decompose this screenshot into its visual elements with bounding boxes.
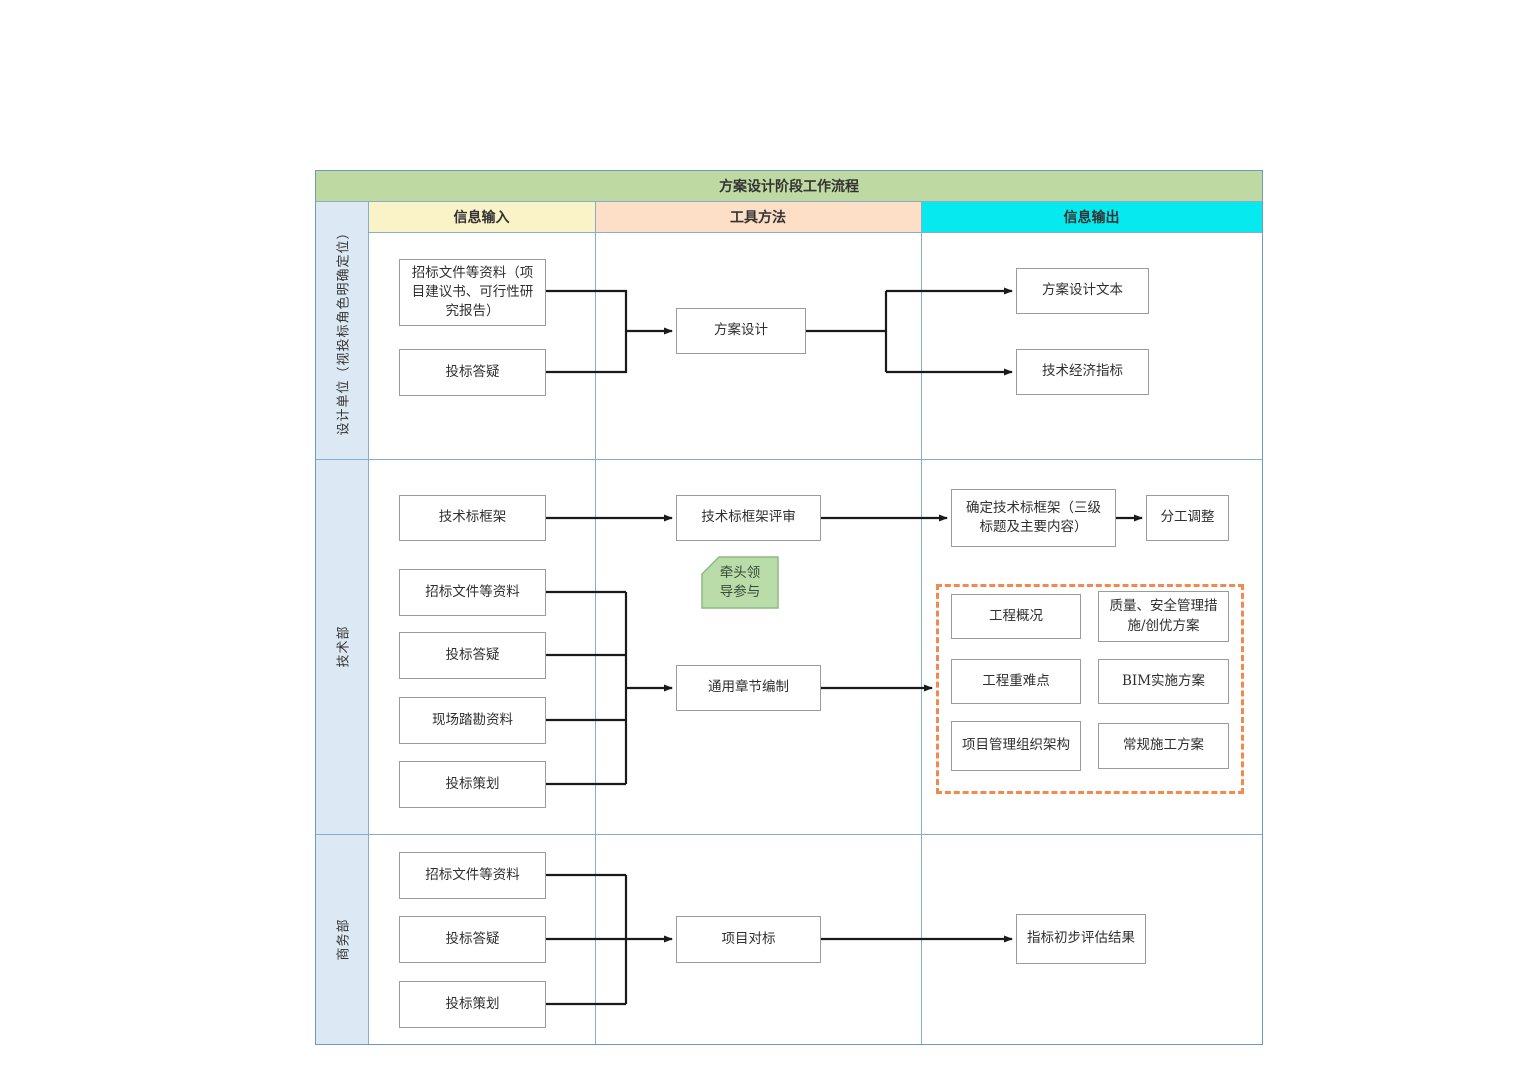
node-site-survey-data: 现场踏勘资料	[399, 697, 546, 744]
node-key-difficulties: 工程重难点	[951, 659, 1081, 704]
lane-label-design-unit: 设计单位（视投标角色明确定位）	[316, 201, 368, 459]
node-bid-qa: 投标答疑	[399, 916, 546, 963]
node-framework-review: 技术标框架评审	[676, 495, 821, 541]
lane-label-tech-dept: 技术部	[316, 459, 368, 834]
node-general-chapter-compilation: 通用章节编制	[676, 665, 821, 711]
grid-hline	[316, 201, 1262, 202]
page-title: 方案设计阶段工作流程	[316, 171, 1262, 201]
lane-label-biz-dept: 商务部	[316, 834, 368, 1044]
grid-hline	[368, 232, 1262, 233]
grid-vline	[921, 201, 922, 1044]
node-bid-documents: 招标文件等资料	[399, 852, 546, 899]
node-confirm-framework: 确定技术标框架（三级标题及主要内容）	[951, 489, 1116, 547]
node-conventional-construction-plan: 常规施工方案	[1098, 723, 1229, 769]
column-header-input: 信息输入	[368, 201, 595, 232]
node-bim-plan: BIM实施方案	[1098, 659, 1229, 704]
node-bid-planning: 投标策划	[399, 761, 546, 808]
grid-vline	[368, 201, 369, 1044]
column-header-output: 信息输出	[921, 201, 1262, 232]
node-bid-qa: 投标答疑	[399, 632, 546, 679]
node-indicator-preliminary-assessment: 指标初步评估结果	[1016, 914, 1146, 964]
note-shape	[701, 556, 779, 609]
node-project-benchmarking: 项目对标	[676, 916, 821, 963]
node-division-adjust: 分工调整	[1146, 495, 1229, 541]
deliverables-group	[936, 584, 1244, 794]
node-bid-documents: 招标文件等资料	[399, 569, 546, 616]
node-tech-bid-framework: 技术标框架	[399, 495, 546, 541]
node-bid-documents-feasibility: 招标文件等资料（项目建议书、可行性研究报告）	[399, 259, 546, 326]
grid-hline	[316, 834, 1262, 835]
column-header-tools: 工具方法	[595, 201, 921, 232]
flowchart: 方案设计阶段工作流程 信息输入 工具方法 信息输出 设计单位（视投标角色明确定位…	[315, 170, 1263, 1045]
node-quality-safety-plan: 质量、安全管理措施/创优方案	[1098, 591, 1229, 642]
node-scheme-design-text: 方案设计文本	[1016, 268, 1149, 314]
grid-hline	[316, 459, 1262, 460]
node-scheme-design: 方案设计	[676, 308, 806, 354]
node-tech-economic-indicators: 技术经济指标	[1016, 349, 1149, 395]
node-bid-qa: 投标答疑	[399, 349, 546, 396]
node-project-overview: 工程概况	[951, 594, 1081, 639]
note-leader-participation: 牵头领导参与	[701, 556, 779, 609]
grid-vline	[595, 201, 596, 1044]
node-bid-planning: 投标策划	[399, 981, 546, 1028]
node-project-org-structure: 项目管理组织架构	[951, 721, 1081, 771]
